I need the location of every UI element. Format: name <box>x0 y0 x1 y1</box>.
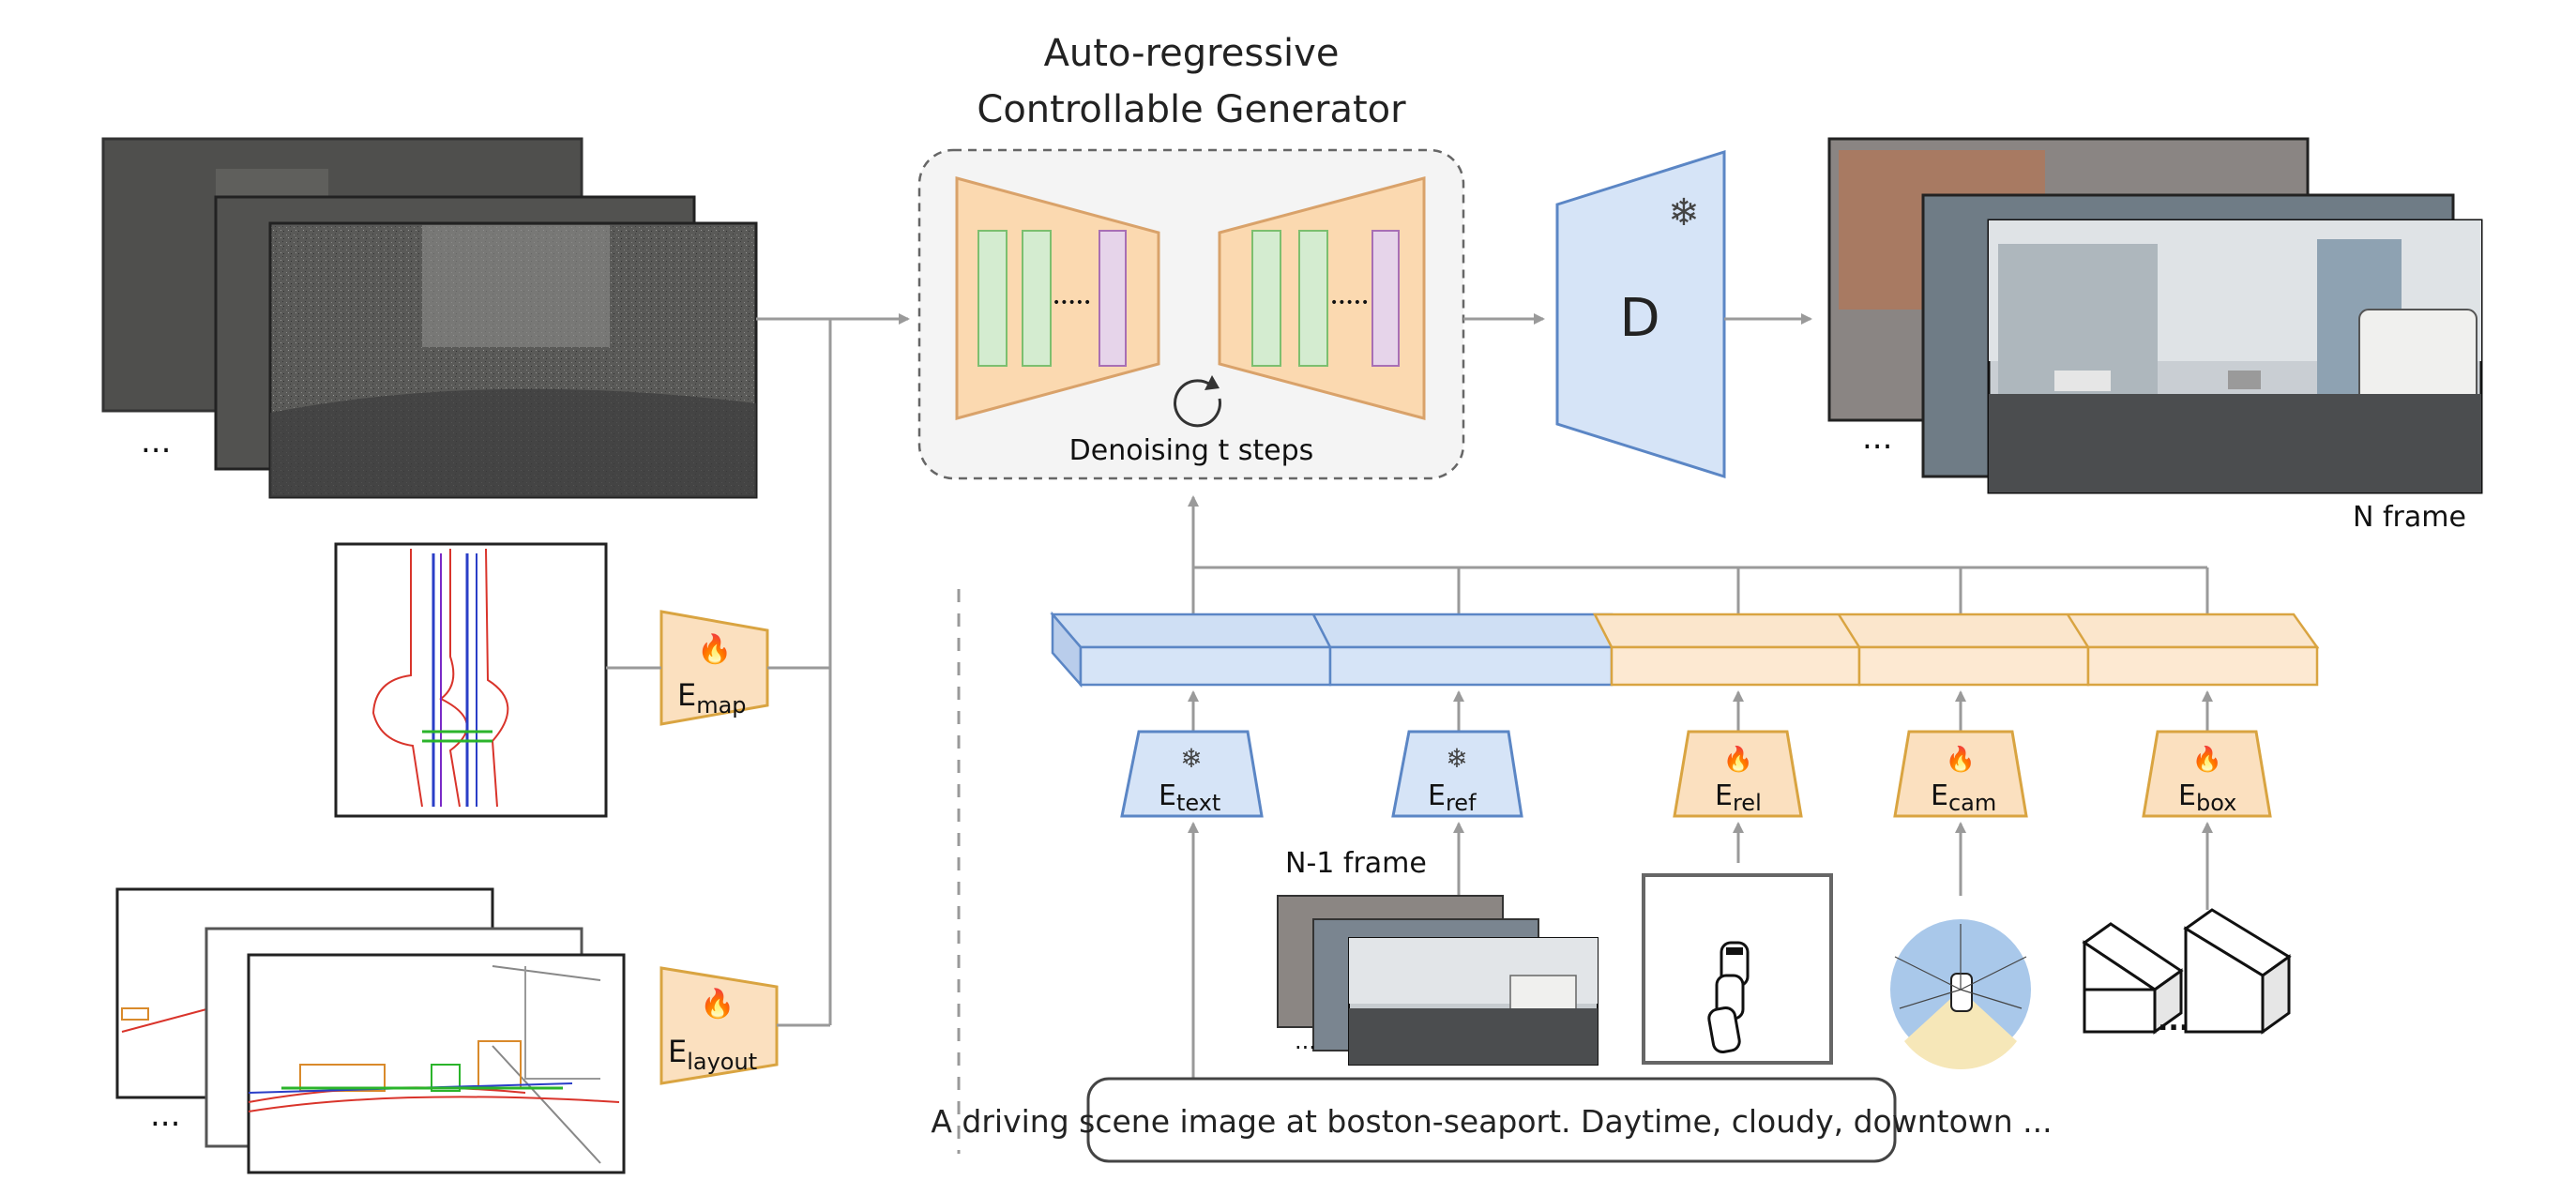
feature-bar <box>1099 230 1127 367</box>
encoder-map-subscript: map <box>696 692 746 719</box>
generator-block: Auto-regressive Controllable Generator •… <box>917 32 1465 480</box>
encoder-input-arrows <box>1188 822 2213 1079</box>
reference-frame-label: N-1 frame <box>1285 847 1427 880</box>
snowflake-icon: ❄ <box>1446 743 1467 774</box>
fire-icon: 🔥 <box>700 987 735 1021</box>
feature-bar <box>977 230 1008 367</box>
feature-bar <box>1371 230 1400 367</box>
prompt-text: A driving scene image at boston-seaport.… <box>931 1103 2052 1140</box>
svg-text:Ecam: Ecam <box>1931 779 1996 816</box>
bounding-boxes-image: ... <box>2082 908 2292 1037</box>
output-frames-stack: ... N frame <box>1827 137 2483 534</box>
snowflake-icon: ❄ <box>1668 191 1700 234</box>
encoder-to-token-arrows <box>1188 690 2213 732</box>
snowflake-icon: ❄ <box>1180 743 1202 774</box>
boxes-ellipsis: ... <box>2158 1005 2190 1037</box>
fire-icon: 🔥 <box>1946 745 1976 774</box>
reference-frames-ellipsis: ... <box>1295 1028 1316 1054</box>
svg-text:Eref: Eref <box>1428 779 1477 816</box>
encoder-text: ❄ Etext <box>1120 730 1264 818</box>
svg-text:Etext: Etext <box>1159 779 1220 816</box>
feature-bar <box>1298 230 1328 367</box>
encoder-cam: 🔥 Ecam <box>1893 730 2028 818</box>
encoder-box: 🔥 Ebox <box>2142 730 2272 818</box>
noisy-frames-stack: ... <box>101 137 758 499</box>
camera-fan-image <box>1890 919 2031 1070</box>
encoder-box-label: E <box>2178 779 2196 812</box>
encoder-rel-subscript: rel <box>1733 790 1762 816</box>
encoder-ref: ❄ Eref <box>1391 730 1523 818</box>
feature-bar <box>1251 230 1281 367</box>
relative-pose-image <box>1642 873 1833 1065</box>
condition-token-bar <box>1050 611 2320 688</box>
feature-dots: ••••• <box>1053 295 1091 310</box>
reference-frames: N-1 frame ... <box>1277 847 1599 1066</box>
encoder-layout-subscript: layout <box>687 1049 757 1075</box>
encoder-box-subscript: box <box>2196 790 2236 816</box>
fire-icon: 🔥 <box>697 632 732 666</box>
encoder-ref-label: E <box>1428 779 1446 812</box>
svg-text:Emap: Emap <box>677 677 747 719</box>
encoder-rel: 🔥 Erel <box>1673 730 1803 818</box>
feature-bar <box>1022 230 1052 367</box>
encoder-cam-label: E <box>1931 779 1948 812</box>
text-prompt: A driving scene image at boston-seaport.… <box>931 1077 2053 1163</box>
encoder-layout: 🔥 Elayout <box>659 966 779 1085</box>
encoder-cam-subscript: cam <box>1948 790 1996 816</box>
encoder-layout-label: E <box>668 1034 687 1069</box>
fire-icon: 🔥 <box>2192 745 2222 774</box>
feature-dots: ••••• <box>1330 295 1369 310</box>
denoising-label: Denoising t steps <box>1069 434 1314 467</box>
svg-text:Elayout: Elayout <box>668 1034 757 1075</box>
output-frames-ellipsis: ... <box>1862 419 1892 457</box>
input-connectors <box>606 313 910 1027</box>
svg-text:Ebox: Ebox <box>2178 779 2236 816</box>
condition-bus <box>1188 495 2209 614</box>
encoder-text-subscript: text <box>1176 790 1220 816</box>
svg-text:Erel: Erel <box>1715 779 1762 816</box>
decoder-label: D <box>1619 288 1659 349</box>
encoder-map-label: E <box>677 677 696 713</box>
output-frame-label: N frame <box>2353 501 2466 534</box>
map-condition-image <box>334 542 608 818</box>
layout-images-ellipsis: ... <box>150 1097 180 1134</box>
fire-icon: 🔥 <box>1723 745 1753 774</box>
encoder-text-label: E <box>1159 779 1176 812</box>
encoder-ref-subscript: ref <box>1446 790 1477 816</box>
noisy-frames-ellipsis: ... <box>141 423 171 461</box>
generator-title-line2: Controllable Generator <box>977 88 1406 131</box>
layout-condition-images: ... <box>115 887 626 1174</box>
encoder-map: 🔥 Emap <box>659 610 769 726</box>
loop-icon <box>1173 379 1221 428</box>
decoder-block: ❄ D <box>1555 149 1726 479</box>
encoder-rel-label: E <box>1715 779 1733 812</box>
generator-title-line1: Auto-regressive <box>1044 32 1340 75</box>
